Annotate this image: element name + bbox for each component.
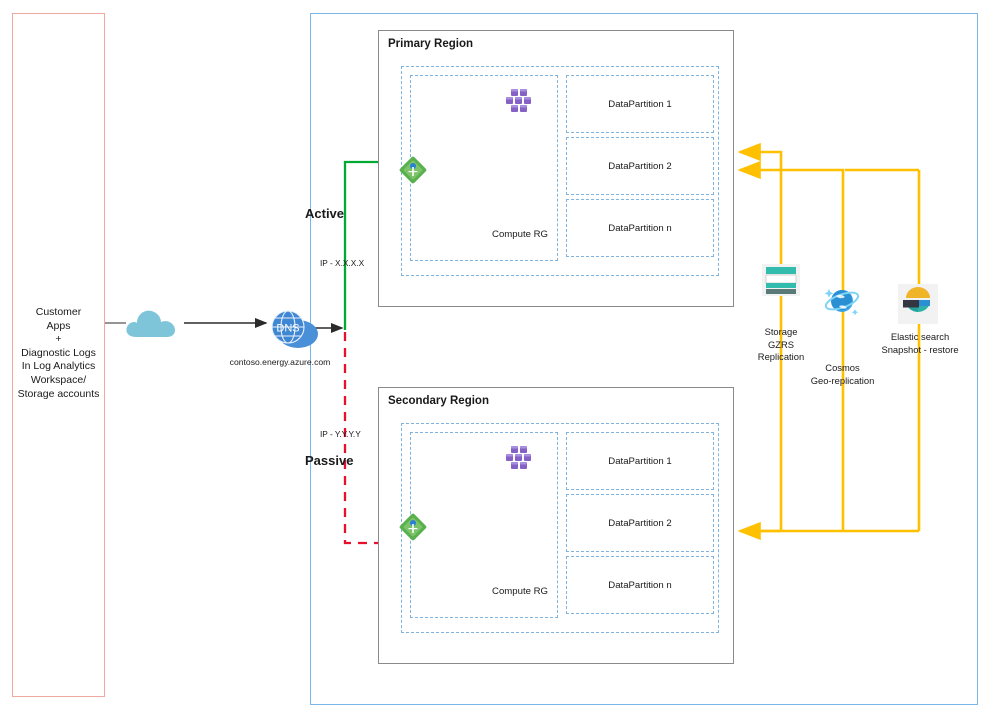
dns-icon: DNS [268,308,320,352]
elastic-search-icon [898,284,938,324]
storage-replication-label: Storage GZRS Replication [736,326,826,364]
passive-label: Passive [305,453,354,468]
active-label: Active [305,206,345,221]
customer-line-1: Apps [46,319,71,332]
secondary-region-box: Secondary Region [378,387,734,664]
primary-datapartition-1: DataPartition 1 [566,75,714,133]
primary-datapartition-n: DataPartition n [566,199,714,257]
secondary-region-inner-box: Compute RG DataPartition 1 DataPartition… [399,423,719,633]
load-balancer-icon [399,513,427,541]
dns-icon-text: DNS [276,323,299,335]
cloud-icon [122,303,184,343]
storage-label-line-2: Replication [757,351,805,363]
secondary-compute-rg-box: Compute RG [399,432,558,618]
secondary-compute-rg-label: Compute RG [492,586,548,597]
customer-line-2: + [55,333,62,346]
storage-label-line-0: Storage [764,326,798,337]
cosmos-db-icon [822,282,862,320]
load-balancer-icon [399,156,427,184]
customer-line-0: Customer [35,306,82,318]
primary-region-box: Primary Region [378,30,734,307]
secondary-datapartition-2: DataPartition 2 [566,494,714,552]
elastic-label-line-1: Snapshot - restore [881,343,959,355]
dns-domain-label: contoso.energy.azure.com [229,357,331,367]
secondary-datapartition-1: DataPartition 1 [566,432,714,490]
passive-ip-label: IP - Y.Y.Y.Y [320,429,361,439]
storage-label-line-1: GZRS [767,338,795,350]
customer-line-5: Workspace/ [30,373,87,386]
storage-account-icon [762,261,800,299]
kubernetes-cluster-icon [504,445,534,473]
kubernetes-cluster-icon [504,88,534,116]
customer-apps-label: Customer Apps + Diagnostic Logs In Log A… [10,306,107,401]
primary-region-inner-box: Compute RG DataPartition 1 DataPartition… [399,66,719,276]
elastic-label-line-0: Elastic search [890,331,950,342]
primary-datapartition-2: DataPartition 2 [566,137,714,195]
elastic-snapshot-label: Elastic search Snapshot - restore [865,331,975,356]
customer-line-6: Storage accounts [17,387,100,400]
cosmos-label-line-0: Cosmos [825,362,860,373]
secondary-region-title: Secondary Region [388,395,489,407]
cosmos-label-line-1: Geo-replication [810,374,875,386]
customer-line-4: In Log Analytics [21,360,96,373]
active-ip-label: IP - X.X.X.X [320,258,365,268]
primary-region-title: Primary Region [388,38,473,50]
primary-compute-rg-box: Compute RG [399,75,558,261]
customer-boundary-box [12,13,105,697]
primary-compute-rg-label: Compute RG [492,229,548,240]
secondary-datapartition-n: DataPartition n [566,556,714,614]
customer-line-3: Diagnostic Logs [21,346,96,359]
cosmos-georeplication-label: Cosmos Geo-replication [795,362,890,387]
